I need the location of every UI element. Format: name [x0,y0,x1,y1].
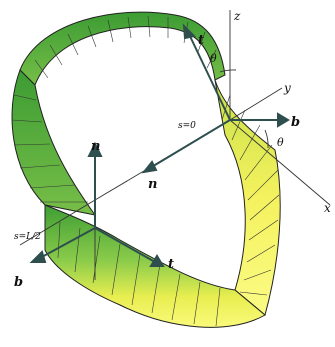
theta-arc-right [264,129,269,149]
t-arrowhead-top [182,23,196,40]
t-vector-bottom [94,227,156,263]
s-zero-label: s=0 [178,121,196,131]
t-vector-top [187,31,231,121]
axis-x-label: x [324,201,331,215]
y-axis-line [229,87,283,121]
n-left-label: n [91,139,100,154]
vectors-s0 [141,23,290,174]
t-arrowhead-bottom [149,254,165,267]
n-vector-center [149,119,231,169]
n-arrowhead-left [87,141,103,157]
b-vector-left [39,227,96,259]
strip-right-band [214,79,281,316]
b-right-label: b [291,115,300,130]
b-arrowhead-left [29,250,47,263]
n-center-label: n [148,177,157,192]
t-top-label: t [198,33,204,48]
vectors-s-half [29,141,165,267]
x-axis-line [229,119,331,206]
t-bottom-label: t [168,257,174,272]
axis-z-label: z [233,9,241,23]
theta-right-label: θ [277,136,284,149]
theta-top-label: θ [210,52,217,65]
s-half-label: s=L/2 [14,232,41,242]
strip-rulings [11,15,280,327]
theta-arc-top [219,69,237,73]
strip-top-arc [19,11,226,86]
strip-left-band [11,69,97,216]
n-arrowhead-center [141,160,158,174]
b-left-label: b [14,275,23,290]
left-axis-line [19,199,96,246]
b-arrowhead-right [277,112,290,128]
axis-y-label: y [283,81,291,95]
